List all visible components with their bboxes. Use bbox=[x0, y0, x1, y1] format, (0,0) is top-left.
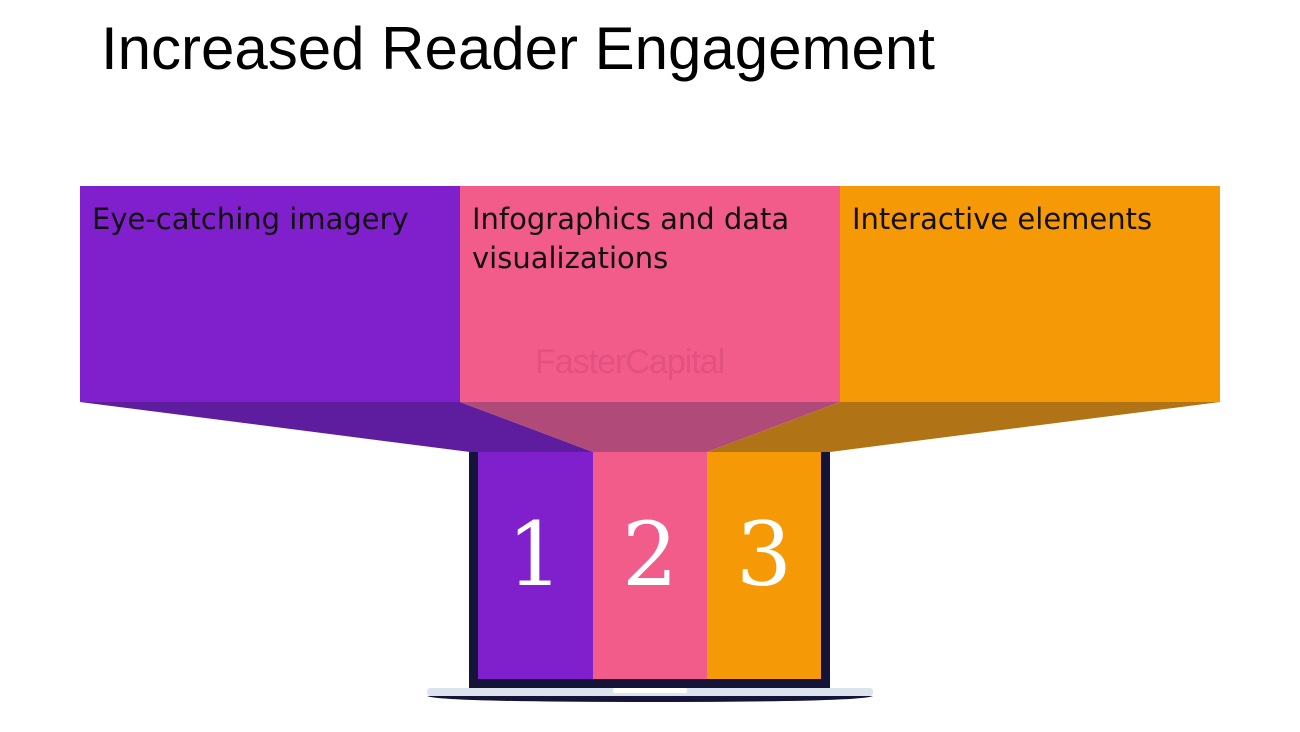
box-label: Infographics and data visualizations bbox=[472, 202, 790, 275]
screen-number-1: 1 bbox=[507, 503, 563, 606]
screen-panel-1 bbox=[478, 452, 593, 679]
box-label: Eye-catching imagery bbox=[92, 202, 409, 236]
watermark-logo: FasterCapital bbox=[535, 343, 725, 382]
box-interactive-elements: Interactive elements bbox=[840, 186, 1220, 402]
screen-number-3: 3 bbox=[736, 503, 792, 606]
box-eye-catching-imagery: Eye-catching imagery bbox=[80, 186, 460, 402]
box-label: Interactive elements bbox=[852, 202, 1153, 236]
laptop-notch bbox=[613, 688, 687, 693]
box-infographics: Infographics and data visualizations bbox=[460, 186, 840, 402]
watermark-text: FasterCapital bbox=[535, 343, 725, 381]
orange-projection bbox=[707, 402, 1220, 452]
laptop-base-shadow bbox=[427, 696, 873, 702]
pink-projection bbox=[460, 402, 840, 452]
screen-number-2: 2 bbox=[622, 503, 678, 606]
screen-panel-3 bbox=[707, 452, 821, 679]
screen-panel-2 bbox=[593, 452, 707, 679]
purple-projection bbox=[80, 402, 593, 452]
page-title: Increased Reader Engagement bbox=[101, 15, 935, 82]
